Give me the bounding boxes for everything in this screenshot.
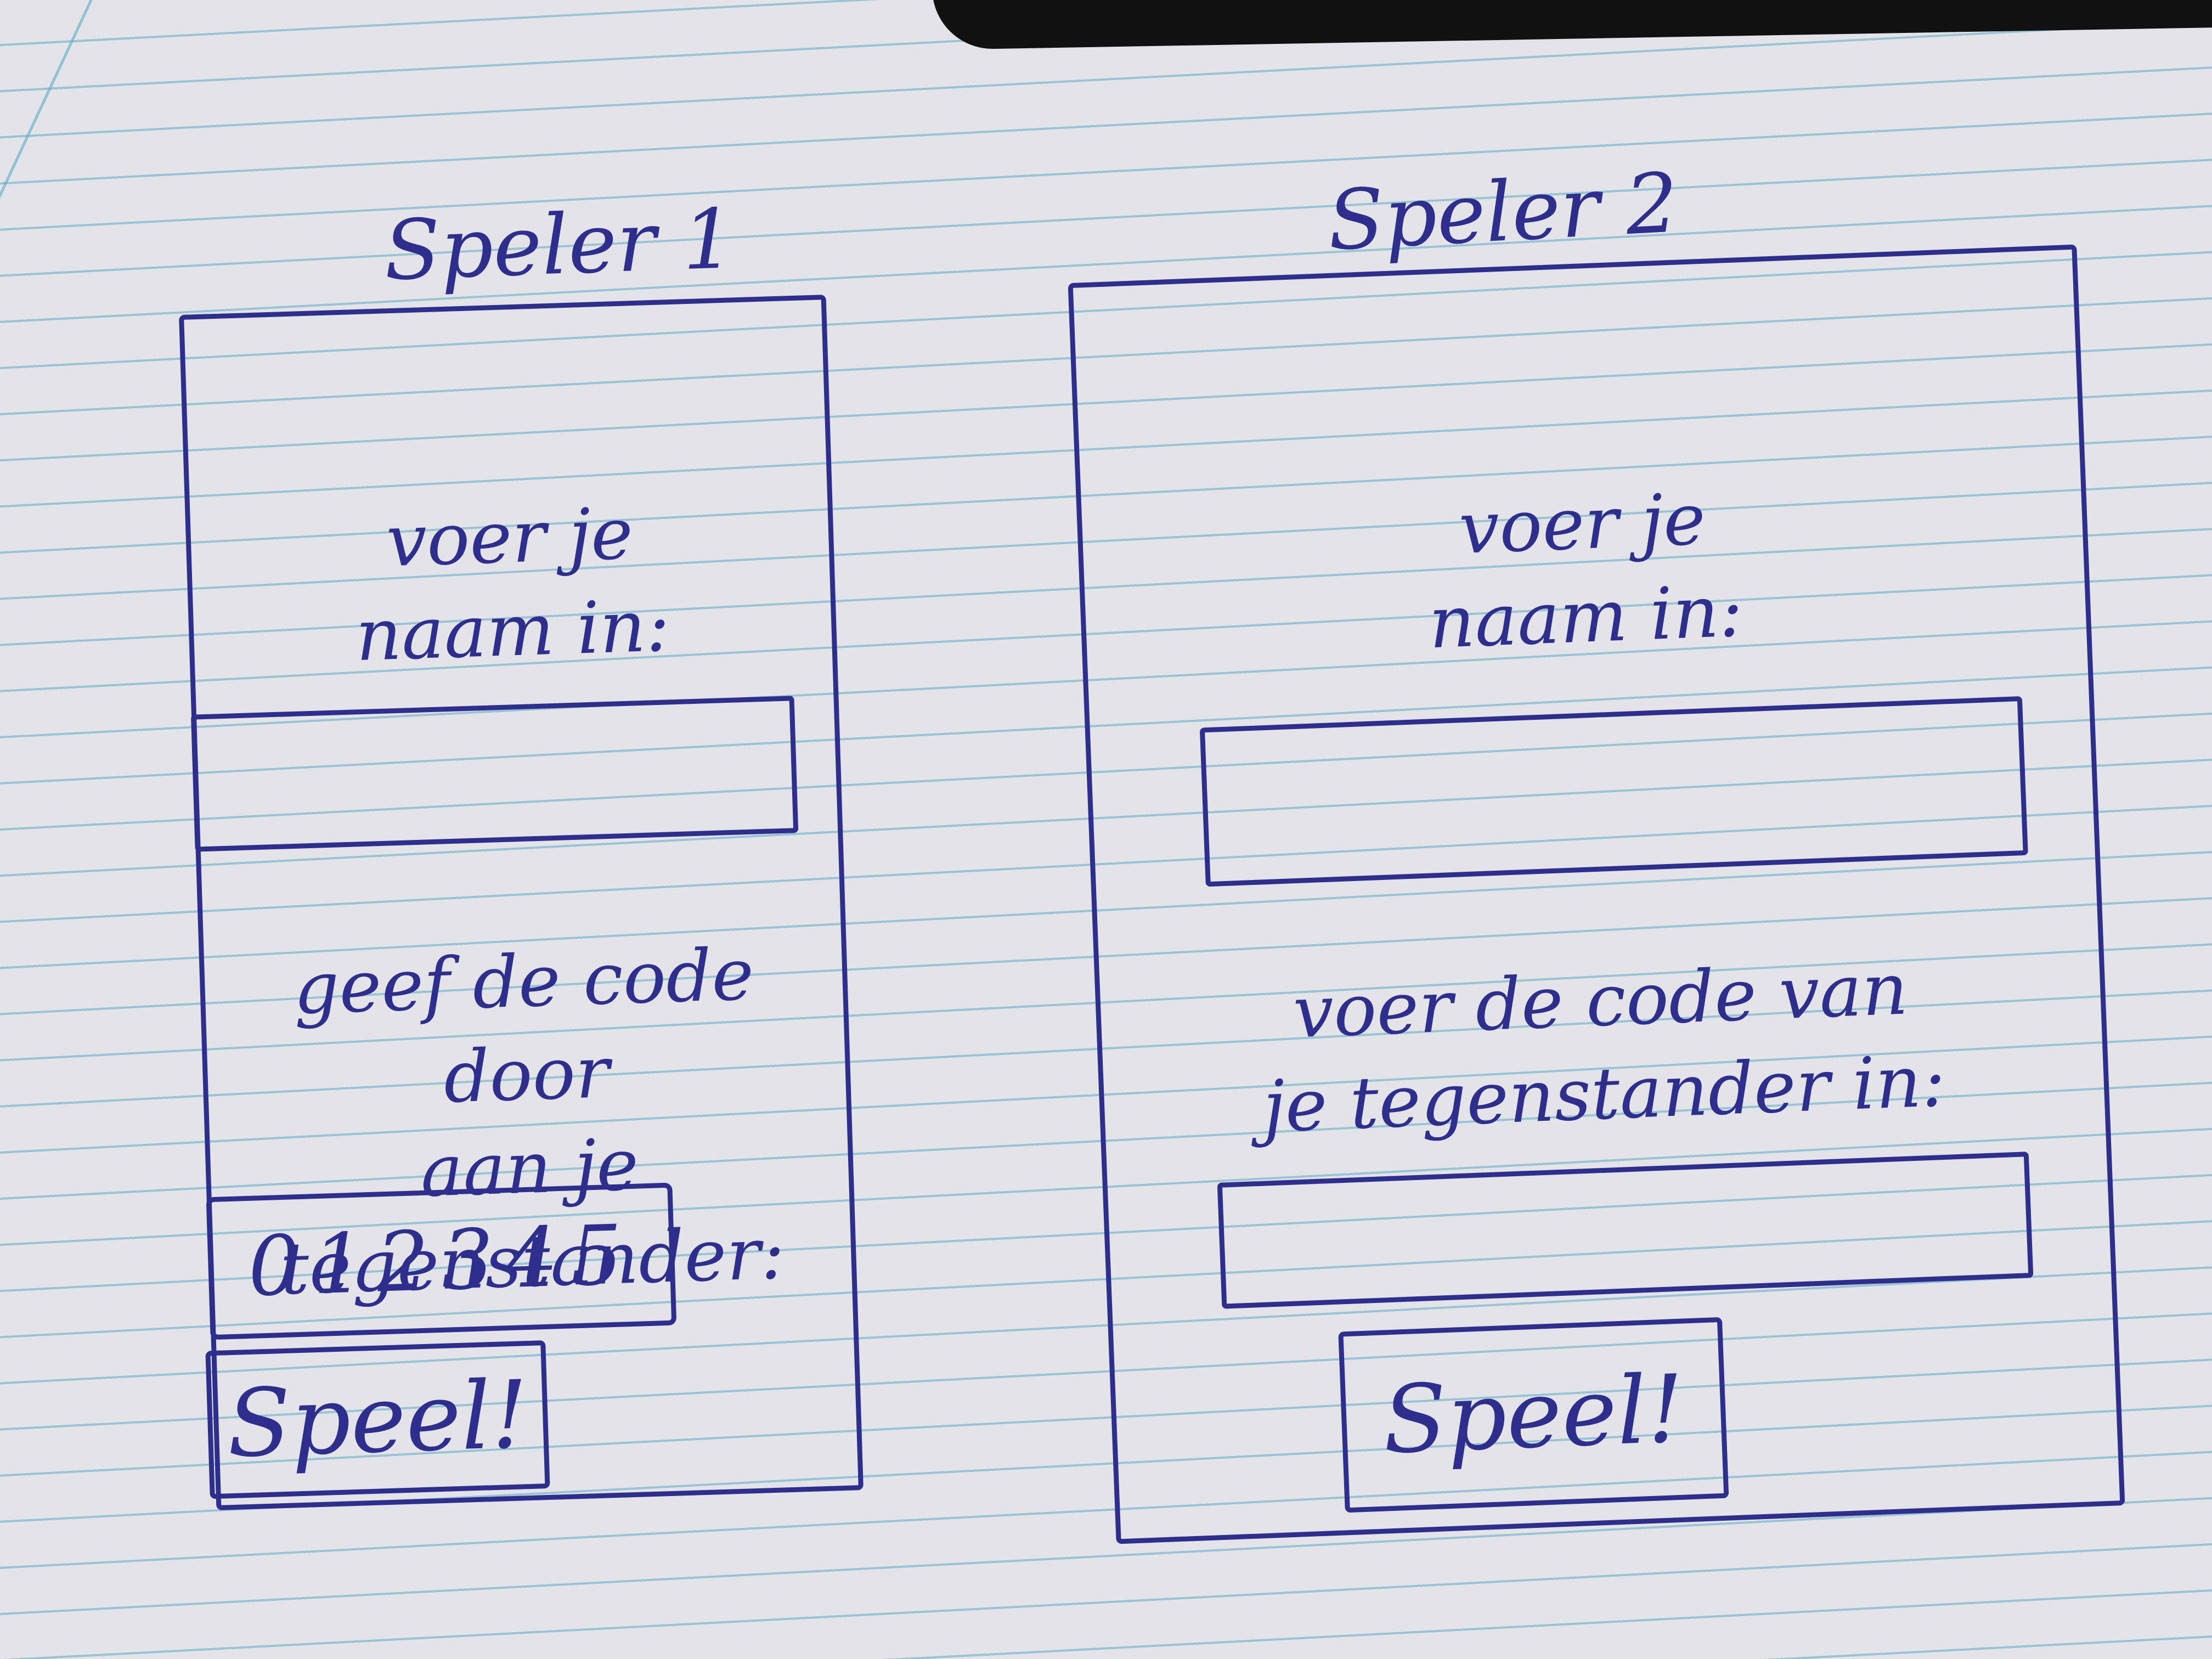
player2-code-prompt: voer de code van je tegenstander in:	[1261, 947, 1947, 1149]
player1-title: Speler 1	[382, 191, 736, 300]
player1-name-prompt: voer je naam in:	[354, 492, 671, 678]
player2-play-button[interactable]: Speel!	[1338, 1317, 1729, 1513]
player1-name-input[interactable]	[190, 696, 799, 852]
player1-screen: voer je naam in: geef de code door aan j…	[179, 295, 864, 1510]
player2-name-input[interactable]	[1199, 696, 2028, 887]
player1-code-display: 012345	[206, 1182, 677, 1340]
margin-line	[0, 0, 118, 692]
pen-shadow	[932, 0, 2212, 50]
player2-name-prompt: voer je naam in:	[1427, 477, 1745, 665]
player2-screen: voer je naam in: voer de code van je teg…	[1068, 244, 2125, 1544]
player2-title: Speler 2	[1325, 155, 1681, 269]
player1-play-button[interactable]: Speel!	[205, 1340, 550, 1499]
player2-code-input[interactable]	[1217, 1152, 2034, 1309]
